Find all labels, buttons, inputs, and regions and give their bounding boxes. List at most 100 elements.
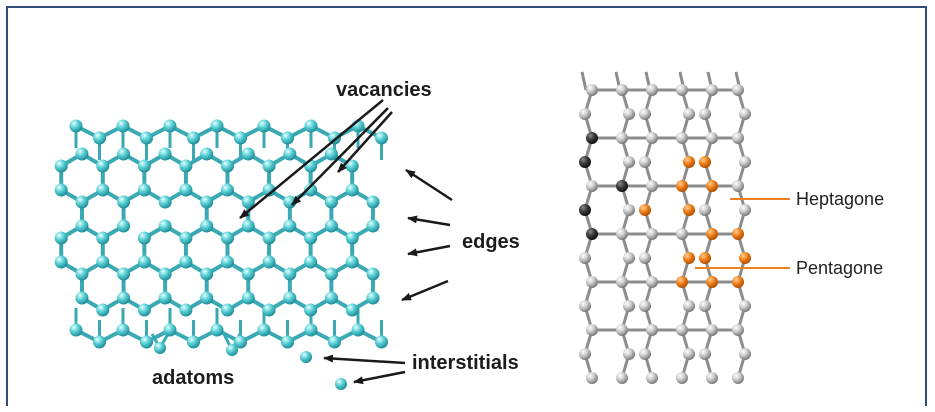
carbon-atom — [623, 348, 635, 360]
carbon-atom — [579, 108, 591, 120]
lattice-atom — [324, 267, 338, 281]
defect-atom — [699, 252, 711, 264]
lattice-atom — [345, 303, 359, 317]
carbon-atom — [683, 348, 695, 360]
vacancy-arrow — [239, 99, 384, 219]
defect-atom — [676, 180, 688, 192]
graphene-lattice — [54, 119, 388, 356]
defect-atom — [683, 204, 695, 216]
carbon-atom — [639, 156, 651, 168]
lattice-atom — [281, 131, 294, 145]
lattice-atom — [234, 131, 247, 145]
interstitial-arrow — [323, 354, 406, 365]
lattice-atom — [69, 323, 83, 337]
carbon-atom — [676, 324, 688, 336]
lattice-atom — [262, 159, 276, 173]
carbon-atom — [732, 324, 744, 336]
lattice-atom — [257, 119, 271, 133]
carbon-atom — [699, 300, 711, 312]
lattice-atom — [75, 291, 89, 305]
carbon-atom — [646, 84, 658, 96]
lattice-atom — [210, 119, 224, 133]
carbon-atom — [739, 204, 751, 216]
defect-atom — [639, 204, 651, 216]
pentagone-label: Pentagone — [796, 258, 883, 278]
carbon-atom — [699, 348, 711, 360]
interstitial-arrow — [353, 370, 406, 385]
lattice-atom — [366, 267, 380, 281]
lattice-atom — [345, 231, 359, 245]
lattice-atom — [262, 231, 276, 245]
carbon-atom — [676, 84, 688, 96]
lattice-atom — [96, 231, 110, 245]
defect-atom — [676, 276, 688, 288]
lattice-atoms — [54, 119, 388, 356]
carbon-atom — [646, 132, 658, 144]
lattice-atom — [262, 303, 276, 317]
carbon-atom — [646, 228, 658, 240]
edge-arrow — [401, 279, 449, 302]
dark-atom — [616, 180, 628, 192]
lattice-atom — [179, 303, 193, 317]
nanotube-atoms — [579, 84, 751, 384]
carbon-atom — [639, 252, 651, 264]
lattice-atom — [366, 195, 380, 209]
carbon-atom — [676, 372, 688, 384]
lattice-atom — [328, 335, 341, 349]
lattice-atom — [54, 159, 68, 173]
lattice-atom — [93, 131, 106, 145]
carbon-atom — [639, 348, 651, 360]
defect-atom — [706, 180, 718, 192]
lattice-atom — [220, 183, 234, 197]
dark-atom — [586, 132, 598, 144]
lattice-atom — [117, 195, 131, 209]
carbon-atom — [646, 372, 658, 384]
carbon-atom — [646, 180, 658, 192]
defect-atom — [683, 156, 695, 168]
lattice-atom — [366, 291, 380, 305]
carbon-atom — [586, 372, 598, 384]
carbon-atom — [739, 300, 751, 312]
heptagone-label: Heptagone — [796, 189, 884, 209]
lattice-atom — [220, 231, 234, 245]
carbon-atom — [586, 84, 598, 96]
defect-atom — [706, 276, 718, 288]
carbon-atom — [586, 180, 598, 192]
dark-atom — [579, 156, 591, 168]
lattice-atom — [304, 231, 318, 245]
lattice-atom — [351, 323, 365, 337]
edge-arrow — [407, 215, 451, 227]
lattice-atom — [304, 323, 318, 337]
carbon-atom — [623, 204, 635, 216]
lattice-atom — [117, 219, 131, 233]
lattice-atom — [220, 159, 234, 173]
ring-leader-lines — [695, 198, 790, 269]
adatoms-label: adatoms — [152, 367, 234, 389]
lattice-atom — [69, 119, 83, 133]
lattice-atom — [375, 131, 388, 145]
lattice-atom — [345, 159, 359, 173]
interstitials-label: interstitials — [412, 352, 519, 374]
lattice-atom — [324, 219, 338, 233]
defect-atom — [683, 252, 695, 264]
carbon-atom — [586, 324, 598, 336]
carbon-atom — [616, 132, 628, 144]
lattice-atom — [241, 291, 255, 305]
carbon-atom — [616, 276, 628, 288]
carbon-atom — [732, 132, 744, 144]
carbon-atom — [623, 108, 635, 120]
lattice-atom — [234, 335, 247, 349]
carbon-atom — [646, 324, 658, 336]
lattice-atom — [96, 183, 110, 197]
defect-atom — [739, 252, 751, 264]
lattice-atom — [96, 159, 110, 173]
lattice-atom — [158, 267, 172, 281]
lattice-atom — [137, 255, 151, 269]
lattice-atom — [283, 291, 297, 305]
lattice-atom — [75, 195, 89, 209]
carbon-atom — [616, 84, 628, 96]
edge-arrow — [405, 168, 453, 202]
carbon-atom — [616, 324, 628, 336]
vacancies-label: vacancies — [336, 79, 432, 101]
